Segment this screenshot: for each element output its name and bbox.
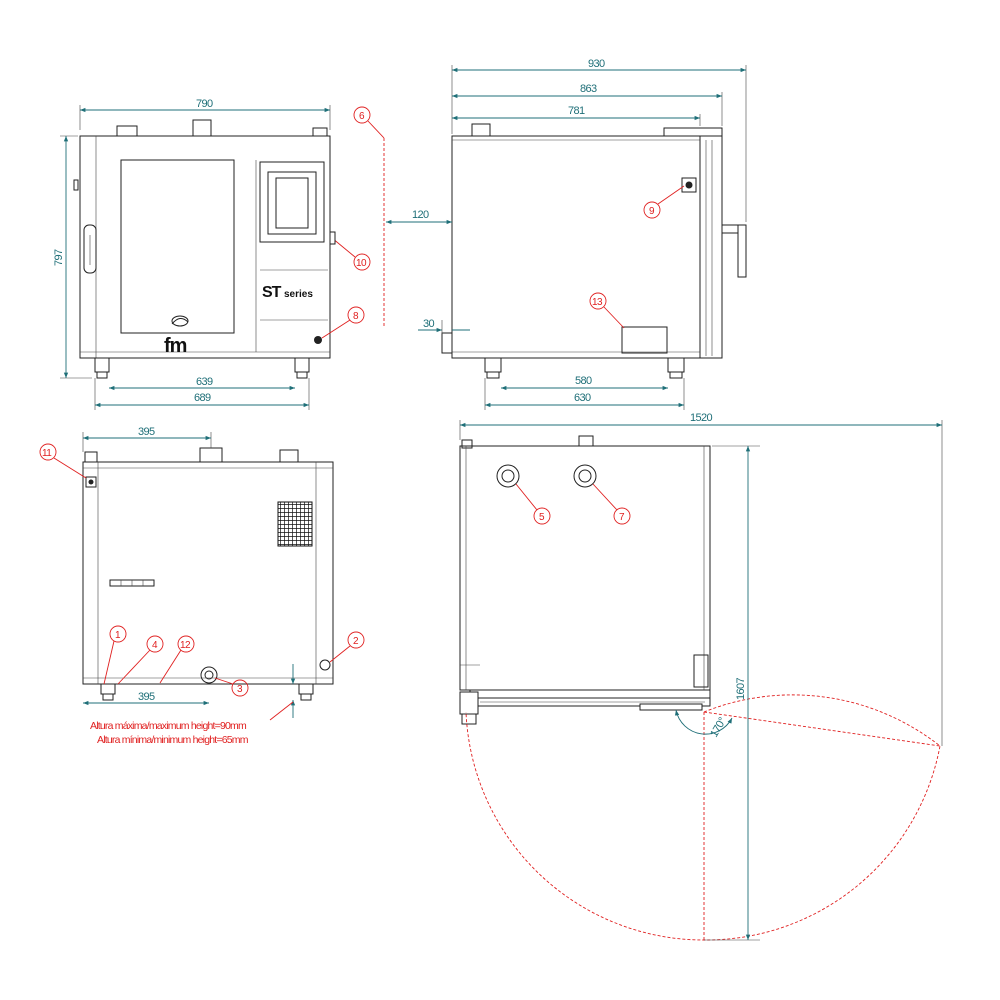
dim-plan-depth: 1607 <box>735 677 747 700</box>
svg-text:4: 4 <box>152 640 158 651</box>
brand-logo: fm <box>164 335 187 357</box>
svg-text:3: 3 <box>237 684 243 695</box>
callout-1: 1 <box>103 625 127 685</box>
front-view: fm ST series 790 797 639 689 <box>53 98 331 410</box>
callout-2: 2 <box>329 631 365 663</box>
dim-side-feet-outer: 630 <box>574 392 591 404</box>
callout-12: 12 <box>159 635 195 684</box>
dim-side-feet-inner: 580 <box>575 375 592 387</box>
svg-text:12: 12 <box>180 640 191 651</box>
rear-view: 395 395 <box>82 426 334 718</box>
svg-text:7: 7 <box>619 512 625 523</box>
dim-rear-bottom-offset: 395 <box>138 691 155 703</box>
callout-3: 3 <box>214 677 249 697</box>
dim-plan-width: 1520 <box>690 412 713 424</box>
note-max-height: Altura máxima/maximum height=90mm <box>90 720 247 732</box>
callout-8: 8 <box>321 306 365 339</box>
callout-4: 4 <box>117 635 164 685</box>
svg-text:11: 11 <box>42 448 52 459</box>
callout-10: 10 <box>329 231 371 271</box>
svg-text:8: 8 <box>353 311 359 322</box>
callout-5: 5 <box>515 483 551 525</box>
dim-front-feet-inner: 639 <box>196 376 213 388</box>
note-min-height: Altura mínima/minimum height=65mm <box>97 734 249 746</box>
dim-side-foot-offset: 30 <box>423 318 435 330</box>
series-logo: ST <box>262 284 282 301</box>
dim-rear-top-offset: 395 <box>138 426 155 438</box>
callout-9: 9 <box>643 185 685 219</box>
svg-text:1: 1 <box>115 630 121 641</box>
svg-text:5: 5 <box>539 512 545 523</box>
callout-6: 6 <box>353 106 385 328</box>
side-view: 930 863 781 120 30 580 630 <box>386 58 747 410</box>
dim-side-total-depth: 930 <box>588 58 605 70</box>
dim-front-height: 797 <box>53 249 65 266</box>
plan-view: 170° 1520 1607 <box>459 412 943 941</box>
dim-door-angle: 170° <box>708 716 729 740</box>
svg-text:10: 10 <box>356 258 367 269</box>
dim-front-feet-outer: 689 <box>194 392 211 404</box>
dim-side-depth-body: 781 <box>568 105 585 117</box>
callout-7: 7 <box>592 483 631 525</box>
dim-front-width: 790 <box>196 98 213 110</box>
svg-text:9: 9 <box>649 206 655 217</box>
dim-side-clearance: 120 <box>412 209 429 221</box>
callout-13: 13 <box>589 292 625 329</box>
dim-side-depth-handle: 863 <box>580 83 597 95</box>
svg-text:13: 13 <box>592 297 603 308</box>
svg-text:6: 6 <box>359 111 365 122</box>
callout-11: 11 <box>39 443 87 479</box>
svg-text:2: 2 <box>353 636 359 647</box>
series-logo-sub: series <box>284 289 313 300</box>
